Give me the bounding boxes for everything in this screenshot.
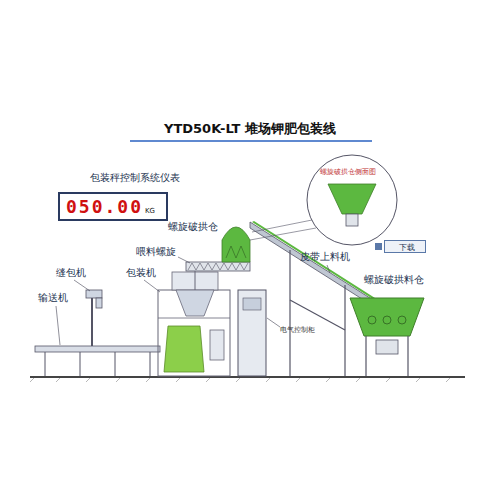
part-label: 螺旋破拱仓侧面图 [320,168,376,176]
node-text: 下载 [399,243,415,252]
part-label: 缝包机 [56,267,86,279]
part-label: 输送机 [38,292,68,304]
part-label: 皮带上料机 [300,251,350,263]
scale-display: 050.00KG [58,192,168,221]
part-label: 包装秤控制系统仪表 [90,172,180,184]
node-text: 050.00 [66,196,143,217]
part-label: 包装机 [126,267,156,279]
part-label: 螺旋破拱料仓 [364,274,424,286]
diagram-title: YTD50K-LT 堆场钾肥包装线 [0,121,500,137]
node-subtext: KG [145,207,155,215]
part-label: 喂料螺旋 [136,246,176,258]
part-label: 螺旋破拱仓 [168,221,218,233]
download-button: 下载 [384,240,426,253]
part-label: 电气控制柜 [280,326,315,334]
